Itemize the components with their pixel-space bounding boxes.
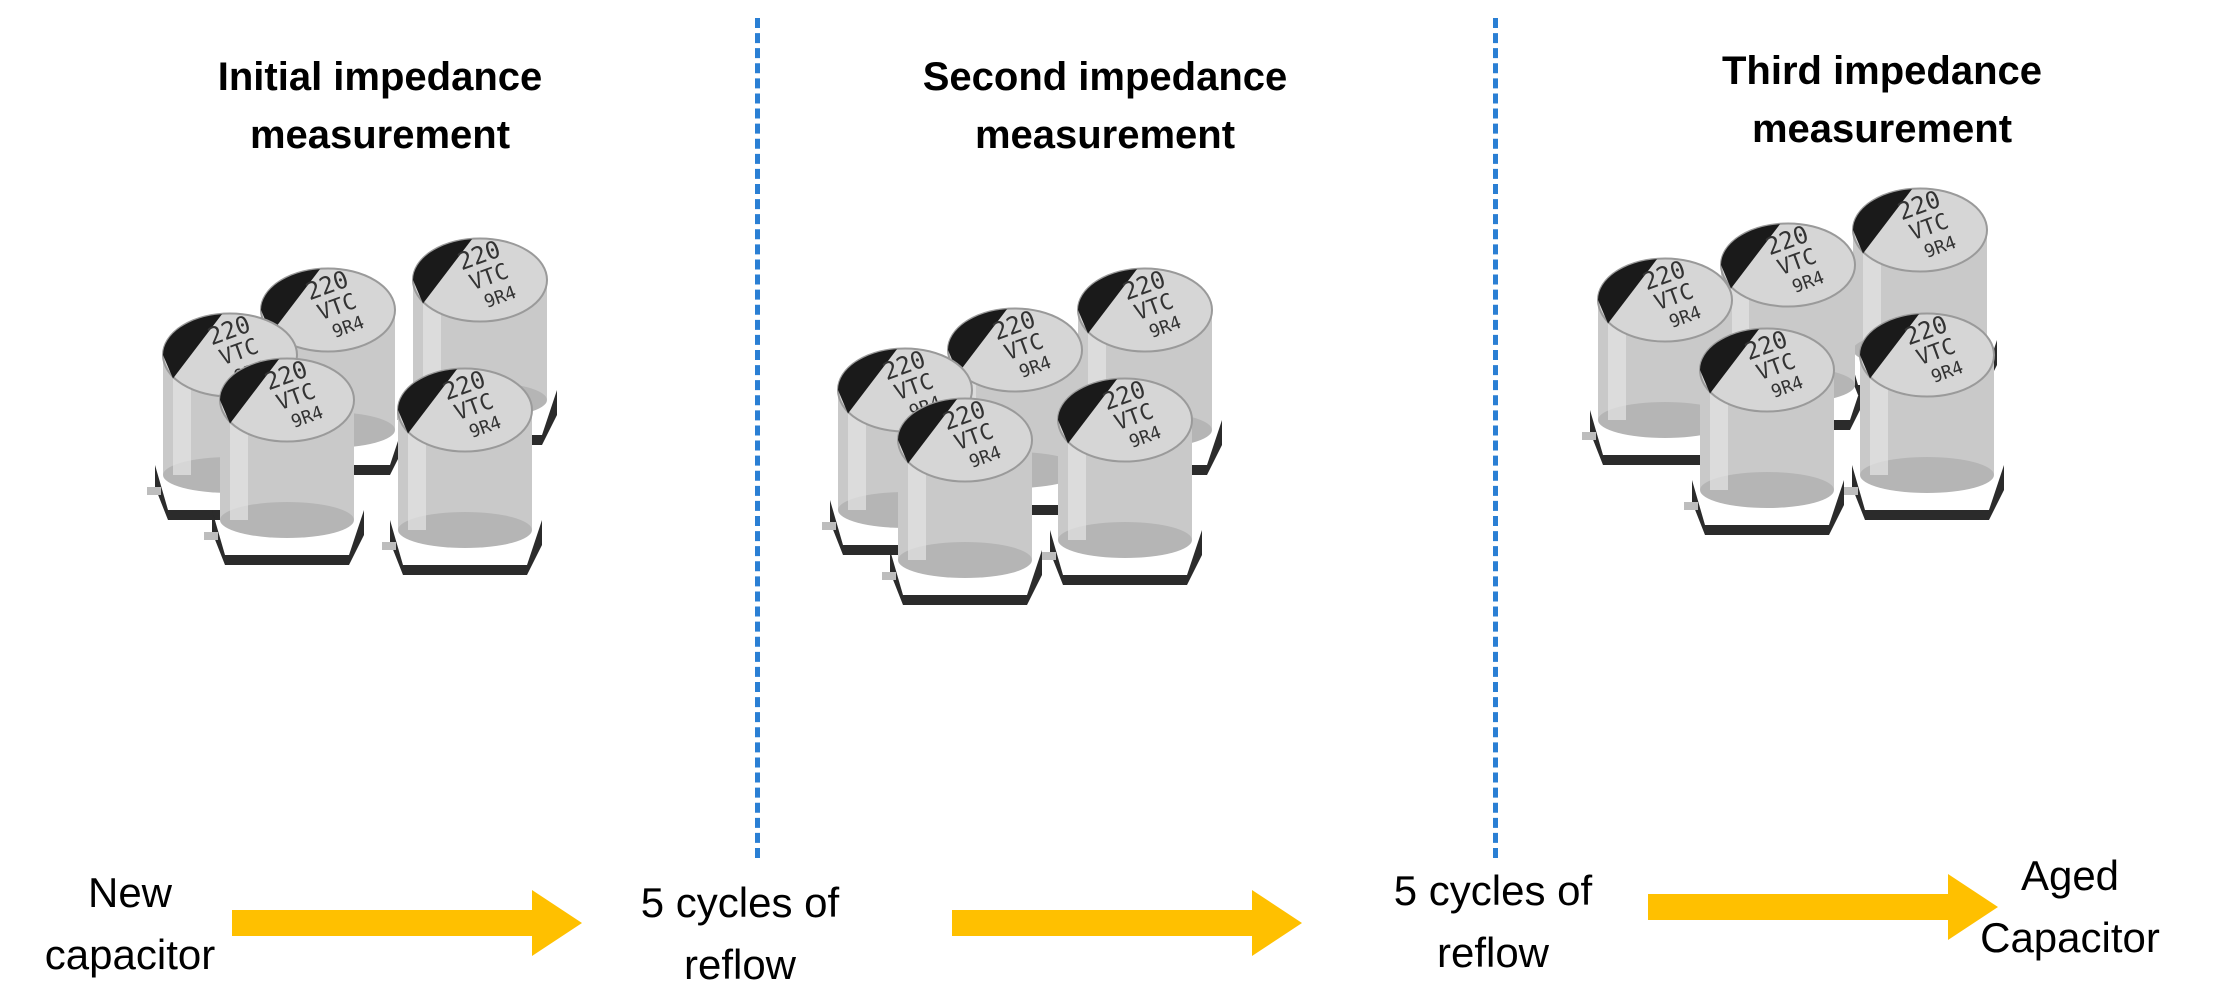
flow-arrow-2-shape	[952, 890, 1302, 956]
stage-2-title: Second impedance measurement	[845, 48, 1365, 164]
flow-label-line2: reflow	[1436, 929, 1550, 976]
flow-arrow-1-shape	[232, 890, 582, 956]
flow-label-aged-capacitor: Aged Capacitor	[1920, 845, 2219, 969]
stage-divider-1	[755, 18, 760, 858]
stage-3-title: Third impedance measurement	[1622, 42, 2142, 158]
flow-arrow-3-shape	[1648, 874, 1998, 940]
flow-label-reflow-2: 5 cycles of reflow	[1343, 860, 1643, 984]
flow-label-reflow-1: 5 cycles of reflow	[590, 872, 890, 996]
flow-label-line1: New	[87, 869, 173, 916]
stage-3-title-line2: measurement	[1751, 107, 2013, 151]
flow-label-line1: 5 cycles of	[640, 879, 840, 926]
capacitor-group-2: 220VTC9R4220VTC9R4220VTC9R4220VTC9R4220V…	[822, 265, 1222, 605]
flow-label-line2: reflow	[683, 941, 797, 988]
stage-1-title: Initial impedance measurement	[120, 48, 640, 164]
stage-1-title-line1: Initial impedance	[217, 55, 543, 99]
stage-1-title-line2: measurement	[249, 113, 511, 157]
flow-label-new-capacitor: New capacitor	[0, 862, 280, 986]
capacitor-group-1: 220VTC9R4220VTC9R4220VTC9R4220VTC9R4220V…	[147, 235, 557, 575]
stage-2-title-line2: measurement	[974, 113, 1236, 157]
stage-3-title-line1: Third impedance	[1721, 49, 2043, 93]
flow-arrow-3	[1648, 874, 1998, 940]
stage-divider-2	[1493, 18, 1498, 858]
flow-label-line2: Capacitor	[1980, 914, 2160, 961]
flow-arrow-1	[232, 890, 582, 956]
flow-label-line1: Aged	[2020, 852, 2120, 899]
flow-label-line1: 5 cycles of	[1393, 867, 1593, 914]
flow-arrow-2	[952, 890, 1302, 956]
flow-label-line2: capacitor	[44, 931, 216, 978]
stage-2-title-line1: Second impedance	[922, 55, 1288, 99]
